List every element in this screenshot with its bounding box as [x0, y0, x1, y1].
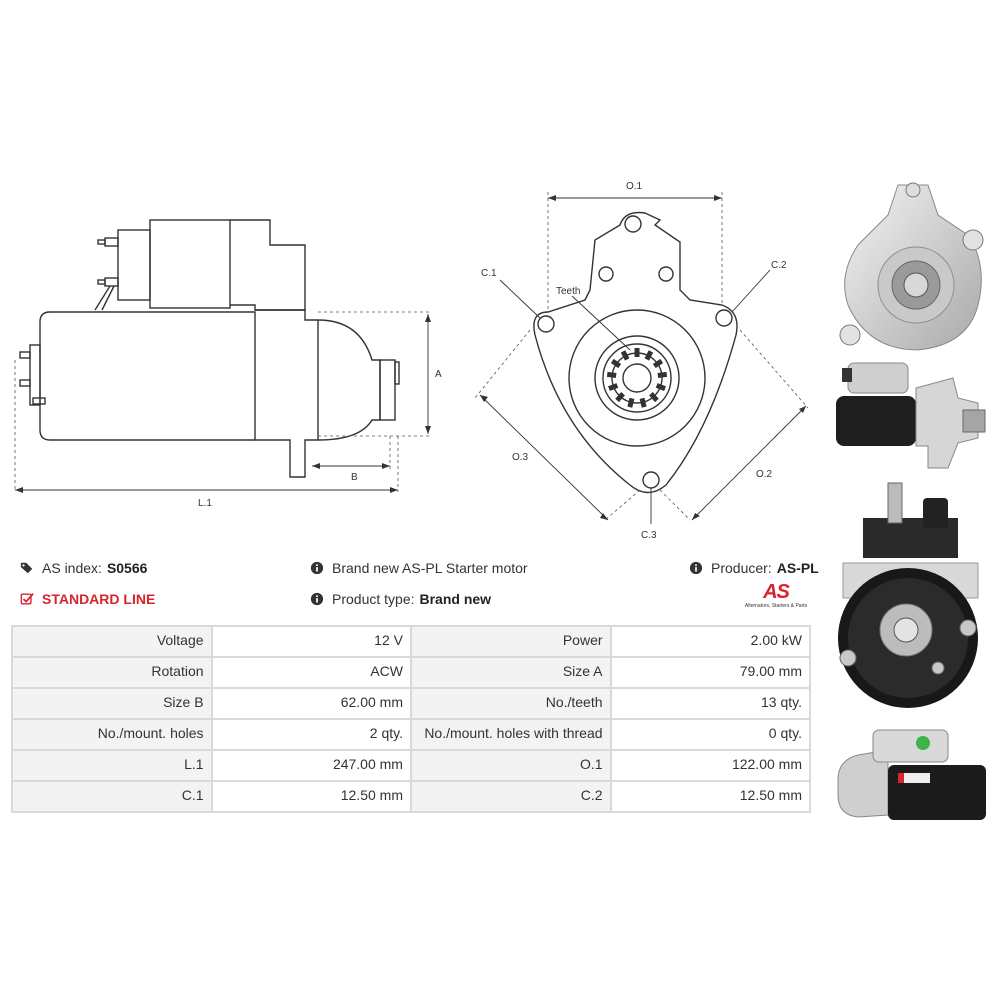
spec-label: Voltage [13, 627, 211, 656]
front-view-drawing: O.1 C.1 C.2 Teeth O.3 O.2 C.3 [474, 181, 809, 541]
label-o1: O.1 [626, 181, 643, 192]
label-b: B [351, 472, 358, 483]
spec-value: 62.00 mm [212, 689, 410, 718]
product-photo-top [837, 729, 986, 820]
spec-value: 13 qty. [611, 689, 809, 718]
gear-tooth [608, 383, 619, 391]
info-circle-icon [310, 592, 324, 606]
spec-label: Rotation [13, 658, 211, 687]
spec-value: 0 qty. [611, 720, 809, 749]
spec-label: Size A [411, 658, 610, 687]
gear-tooth [634, 348, 640, 357]
spec-label: C.2 [411, 782, 610, 811]
info-circle-icon [689, 561, 703, 575]
spec-label: Size B [13, 689, 211, 718]
side-view-drawing: L.1 A B [14, 219, 442, 509]
as-index: AS index: S0566 [20, 560, 147, 576]
spec-value: 2 qty. [212, 720, 410, 749]
spec-value: 12 V [212, 627, 410, 656]
spec-label: O.1 [411, 751, 610, 780]
spec-label: No./mount. holes [13, 720, 211, 749]
spec-value: 247.00 mm [212, 751, 410, 780]
spec-value: 79.00 mm [611, 658, 809, 687]
spec-label: No./mount. holes with thread [411, 720, 610, 749]
spec-value: 2.00 kW [611, 627, 809, 656]
product-photo-side [836, 362, 986, 469]
product-photo-front [839, 182, 984, 351]
spec-label: Power [411, 627, 610, 656]
gear-tooth [620, 350, 630, 361]
info-circle-icon [310, 561, 324, 575]
label-o2: O.2 [756, 469, 773, 480]
gear-tooth [610, 358, 622, 369]
producer: Producer: AS-PL [689, 560, 819, 576]
asp-logo-mark: AS [763, 581, 790, 603]
gear-tooth [644, 350, 654, 361]
gear-tooth [655, 383, 666, 391]
spec-value: ACW [212, 658, 410, 687]
producer-value: AS-PL [776, 560, 819, 576]
product-type-label: Product type: [332, 591, 415, 607]
checkbox-checked-icon [20, 593, 34, 605]
asp-logo: AS Alternators, Starters & Parts [736, 582, 816, 618]
spec-value: 12.50 mm [212, 782, 410, 811]
description-text: Brand new AS-PL Starter motor [332, 560, 528, 576]
gear-tooth [627, 397, 635, 408]
label-c3: C.3 [641, 530, 657, 541]
gear-tooth [657, 371, 668, 378]
label-a: A [435, 369, 442, 380]
label-l1: L.1 [198, 498, 212, 509]
gear-tooth [652, 358, 664, 369]
spec-label: C.1 [13, 782, 211, 811]
label-o3: O.3 [512, 452, 529, 463]
label-c2: C.2 [771, 260, 787, 271]
product-photo-rear [838, 482, 979, 708]
gear-tooth [606, 371, 617, 378]
spec-value: 122.00 mm [611, 751, 809, 780]
gear-tooth [639, 397, 647, 408]
tags-icon [20, 562, 33, 574]
gear-tooth [615, 392, 625, 403]
spec-value: 12.50 mm [611, 782, 809, 811]
product-type: Product type: Brand new [310, 591, 491, 607]
producer-label: Producer: [711, 560, 772, 576]
gear-tooth [649, 392, 659, 403]
standard-line: STANDARD LINE [20, 591, 155, 607]
as-index-value: S0566 [106, 560, 148, 576]
asp-logo-tagline: Alternators, Starters & Parts [744, 603, 808, 609]
description: Brand new AS-PL Starter motor [310, 560, 528, 576]
spec-label: No./teeth [411, 689, 610, 718]
spec-label: L.1 [13, 751, 211, 780]
label-c1: C.1 [481, 268, 497, 279]
as-index-label: AS index: [42, 560, 102, 576]
standard-line-label: STANDARD LINE [42, 591, 156, 607]
label-teeth: Teeth [556, 286, 580, 297]
product-type-value: Brand new [419, 591, 492, 607]
